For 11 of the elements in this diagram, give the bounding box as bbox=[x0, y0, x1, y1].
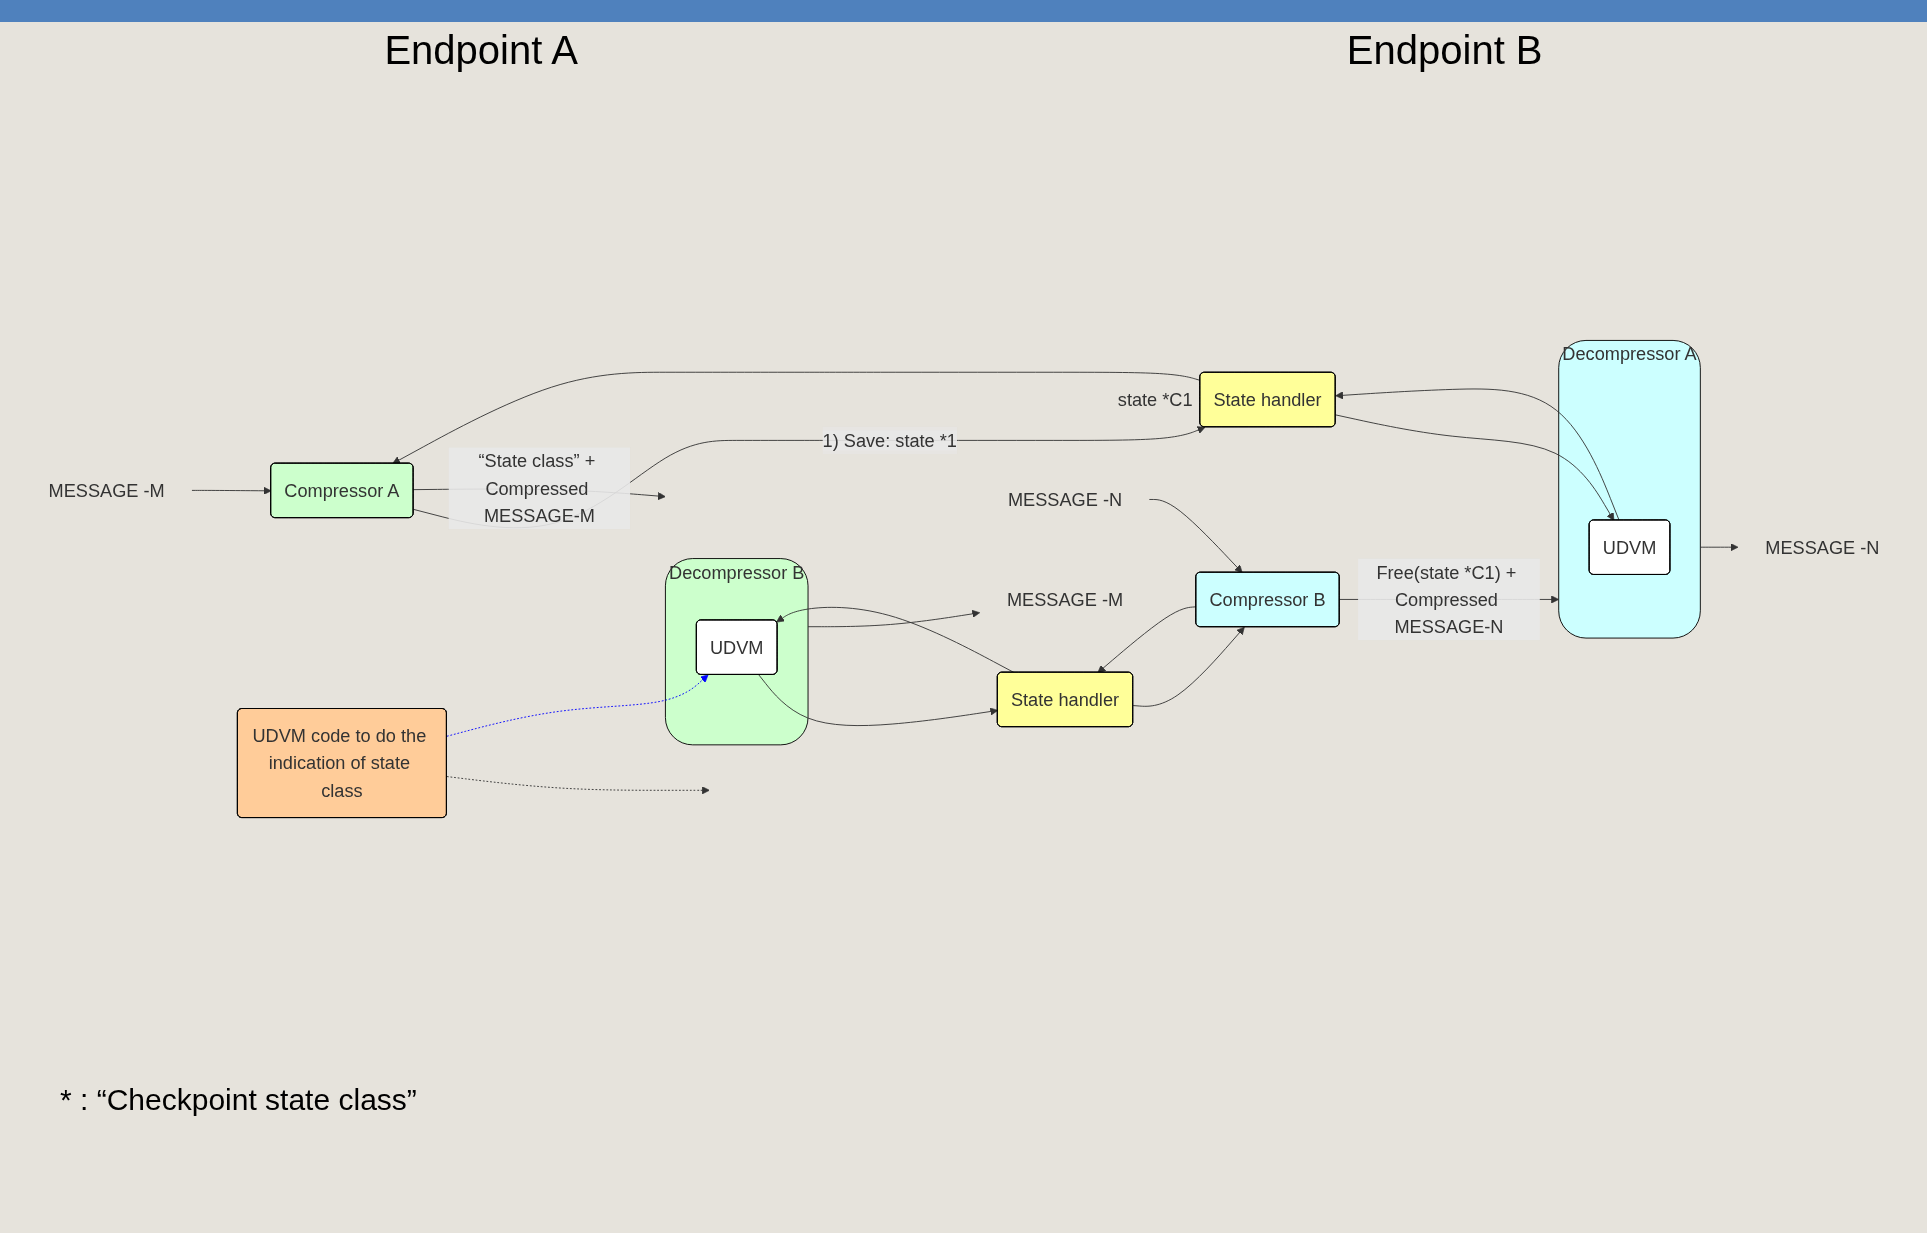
state-note: state *C1 bbox=[1117, 389, 1192, 410]
endpoint-heading: Endpoint B bbox=[1346, 28, 1543, 73]
node-text: MESSAGE -N bbox=[1764, 537, 1879, 558]
endpoint-heading: Endpoint A bbox=[384, 28, 578, 73]
node-text: MESSAGE -M bbox=[1006, 589, 1123, 610]
edge-label: 1) Save: state *1 bbox=[822, 430, 957, 451]
node-text: MESSAGE -N bbox=[1007, 489, 1122, 510]
node-text: MESSAGE -M bbox=[48, 480, 165, 501]
edge-label: “State class” + Compressed MESSAGE-M bbox=[478, 451, 595, 526]
footnote: * : “Checkpoint state class” bbox=[60, 1083, 418, 1117]
edge-label: Free(state *C1) + Compressed MESSAGE-N bbox=[1375, 562, 1516, 637]
